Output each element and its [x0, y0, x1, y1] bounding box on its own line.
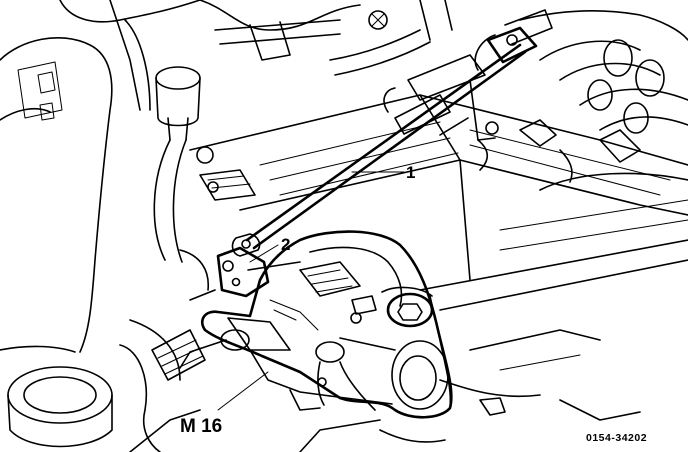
leader-line-m16 [217, 371, 269, 411]
leader-line-2 [249, 244, 279, 263]
control-rod [231, 9, 553, 257]
leader-lines [217, 171, 405, 411]
callout-1: 1 [406, 163, 415, 182]
callout-m16: M 16 [180, 416, 222, 437]
callout-2: 2 [281, 235, 290, 254]
linkage-lever [216, 246, 301, 298]
figure-reference: 0154-34202 [586, 432, 647, 444]
actuator-m16 [179, 230, 453, 419]
